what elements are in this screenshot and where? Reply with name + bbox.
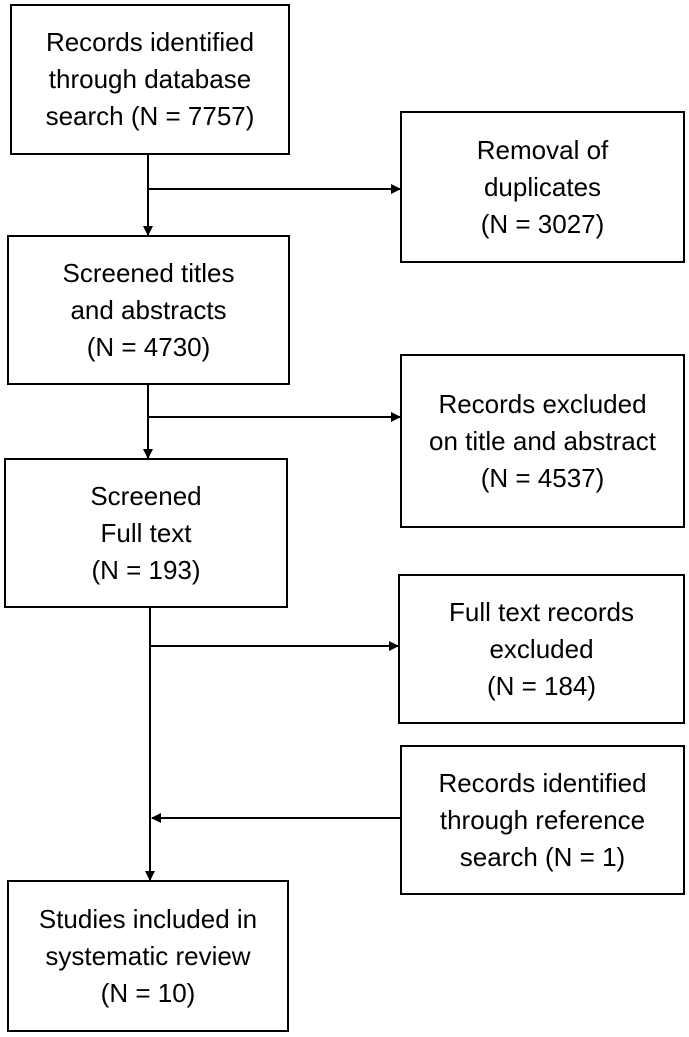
screened-fulltext-line-3: (N = 193) (91, 554, 201, 585)
duplicates-removed-line-2: duplicates (483, 171, 602, 202)
title-abstract-excluded-box: Records excluded on title and abstract (… (400, 354, 685, 528)
studies-included-box: Studies included in systematic review (N… (7, 880, 289, 1032)
screened-titles-line-3: (N = 4730) (86, 331, 211, 362)
duplicates-removed-line-1: Removal of (476, 134, 609, 165)
title-abstract-excluded-line-1: Records excluded (438, 388, 647, 419)
screened-fulltext-box: Screened Full text (N = 193) (4, 458, 288, 608)
reference-search-box: Records identified through reference sea… (400, 745, 685, 895)
reference-search-line-1: Records identified (438, 767, 647, 798)
records-identified-line-2: through database (48, 64, 252, 94)
fulltext-excluded-line-3: (N = 184) (486, 670, 597, 701)
fulltext-excluded-box: Full text records excluded (N = 184) (398, 574, 685, 724)
duplicates-removed-line-3: (N = 3027) (480, 208, 605, 239)
records-identified-line-1: Records identified (45, 27, 255, 57)
records-identified-line-3: search (N = 7757) (45, 101, 255, 131)
title-abstract-excluded-line-2: on title and abstract (429, 425, 656, 456)
reference-search-line-3: search (N = 1) (459, 841, 626, 872)
studies-included-line-2: systematic review (45, 940, 251, 971)
records-identified-box: Records identified through database sear… (10, 4, 290, 155)
screened-titles-line-1: Screened titles (62, 257, 235, 288)
screened-fulltext-line-2: Full text (100, 517, 192, 548)
screened-titles-box: Screened titles and abstracts (N = 4730) (7, 235, 290, 385)
fulltext-excluded-line-1: Full text records (449, 596, 634, 627)
studies-included-line-3: (N = 10) (100, 977, 196, 1008)
title-abstract-excluded-line-3: (N = 4537) (480, 462, 605, 493)
screened-fulltext-line-1: Screened (90, 480, 202, 511)
fulltext-excluded-line-2: excluded (489, 633, 594, 664)
screened-titles-line-2: and abstracts (70, 294, 227, 325)
duplicates-removed-box: Removal of duplicates (N = 3027) (400, 111, 685, 263)
reference-search-line-2: through reference (439, 804, 646, 835)
studies-included-line-1: Studies included in (38, 903, 258, 934)
